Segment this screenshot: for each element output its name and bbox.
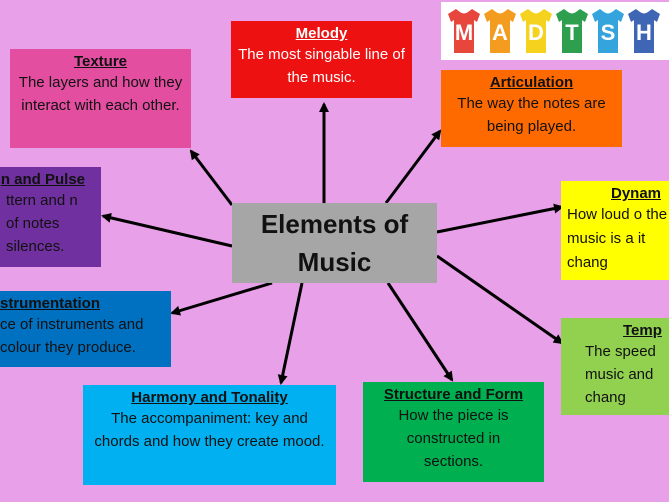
node-texture: Texture The layers and how they interact… <box>10 49 191 148</box>
node-rhythm-desc: ttern and n of notes silences. <box>6 192 78 255</box>
logo-letter: A <box>492 20 508 45</box>
arrow-to-structure <box>386 282 454 382</box>
tshirt-icon <box>628 9 660 53</box>
node-rhythm-title: n and Pulse <box>0 171 85 188</box>
arrow-to-dynamics <box>436 203 564 234</box>
arrow-to-rhythm <box>101 212 233 248</box>
tshirt-icon <box>520 9 552 53</box>
node-tempo-title: Temp <box>623 322 662 339</box>
logo-shirt-d: D <box>519 8 553 54</box>
node-melody-title: Melody <box>295 25 348 42</box>
tshirt-icon <box>448 9 480 53</box>
node-structure-title: Structure and Form <box>383 386 524 403</box>
node-dynamics-desc: How loud o the music is a it chang <box>567 206 668 271</box>
node-texture-title: Texture <box>73 53 128 70</box>
madtsh-logo: M A D T S H <box>441 2 669 60</box>
node-instrumentation-desc: ce of instruments and colour they produc… <box>0 316 144 356</box>
tshirt-icon <box>484 9 516 53</box>
central-topic: Elements of Music <box>232 203 437 283</box>
arrow-to-tempo <box>436 254 564 345</box>
logo-shirt-s: S <box>591 8 625 54</box>
node-rhythm: n and Pulse ttern and n of notes silence… <box>0 167 101 267</box>
arrow-to-harmony <box>277 282 304 385</box>
node-tempo: Temp The speed music and chang <box>561 318 669 415</box>
logo-shirt-t: T <box>555 8 589 54</box>
node-harmony-desc: The accompaniment: key and chords and ho… <box>94 410 325 450</box>
logo-letter: T <box>565 20 579 45</box>
central-topic-line1: Elements of <box>260 209 409 239</box>
node-instrumentation-title: strumentation <box>0 295 101 312</box>
central-topic-line2: Music <box>297 247 372 277</box>
node-melody: Melody The most singable line of the mus… <box>231 21 412 98</box>
tshirt-icon <box>592 9 624 53</box>
logo-shirt-m: M <box>447 8 481 54</box>
arrow-to-articulation <box>384 129 442 204</box>
node-melody-desc: The most singable line of the music. <box>238 46 405 86</box>
node-harmony: Harmony and Tonality The accompaniment: … <box>83 385 336 485</box>
node-dynamics: Dynam How loud o the music is a it chang <box>561 181 669 280</box>
logo-letter: M <box>454 20 474 45</box>
logo-letter: H <box>636 20 652 45</box>
arrow-to-texture <box>189 149 234 206</box>
arrow-to-instrumentation <box>170 281 273 316</box>
tshirt-icon <box>556 9 588 53</box>
node-harmony-title: Harmony and Tonality <box>131 389 288 406</box>
node-articulation-desc: The way the notes are being played. <box>457 95 606 135</box>
logo-shirt-a: A <box>483 8 517 54</box>
logo-letter: D <box>528 20 544 45</box>
node-texture-desc: The layers and how they interact with ea… <box>18 74 183 114</box>
node-structure: Structure and Form How the piece is cons… <box>363 382 544 482</box>
node-structure-desc: How the piece is constructed in sections… <box>398 407 509 470</box>
node-instrumentation: strumentation ce of instruments and colo… <box>0 291 171 367</box>
node-tempo-desc: The speed music and chang <box>585 343 656 406</box>
node-articulation-title: Articulation <box>489 74 574 91</box>
logo-letter: S <box>600 20 616 45</box>
node-dynamics-title: Dynam <box>611 185 662 202</box>
logo-shirt-h: H <box>627 8 661 54</box>
node-articulation: Articulation The way the notes are being… <box>441 70 622 147</box>
